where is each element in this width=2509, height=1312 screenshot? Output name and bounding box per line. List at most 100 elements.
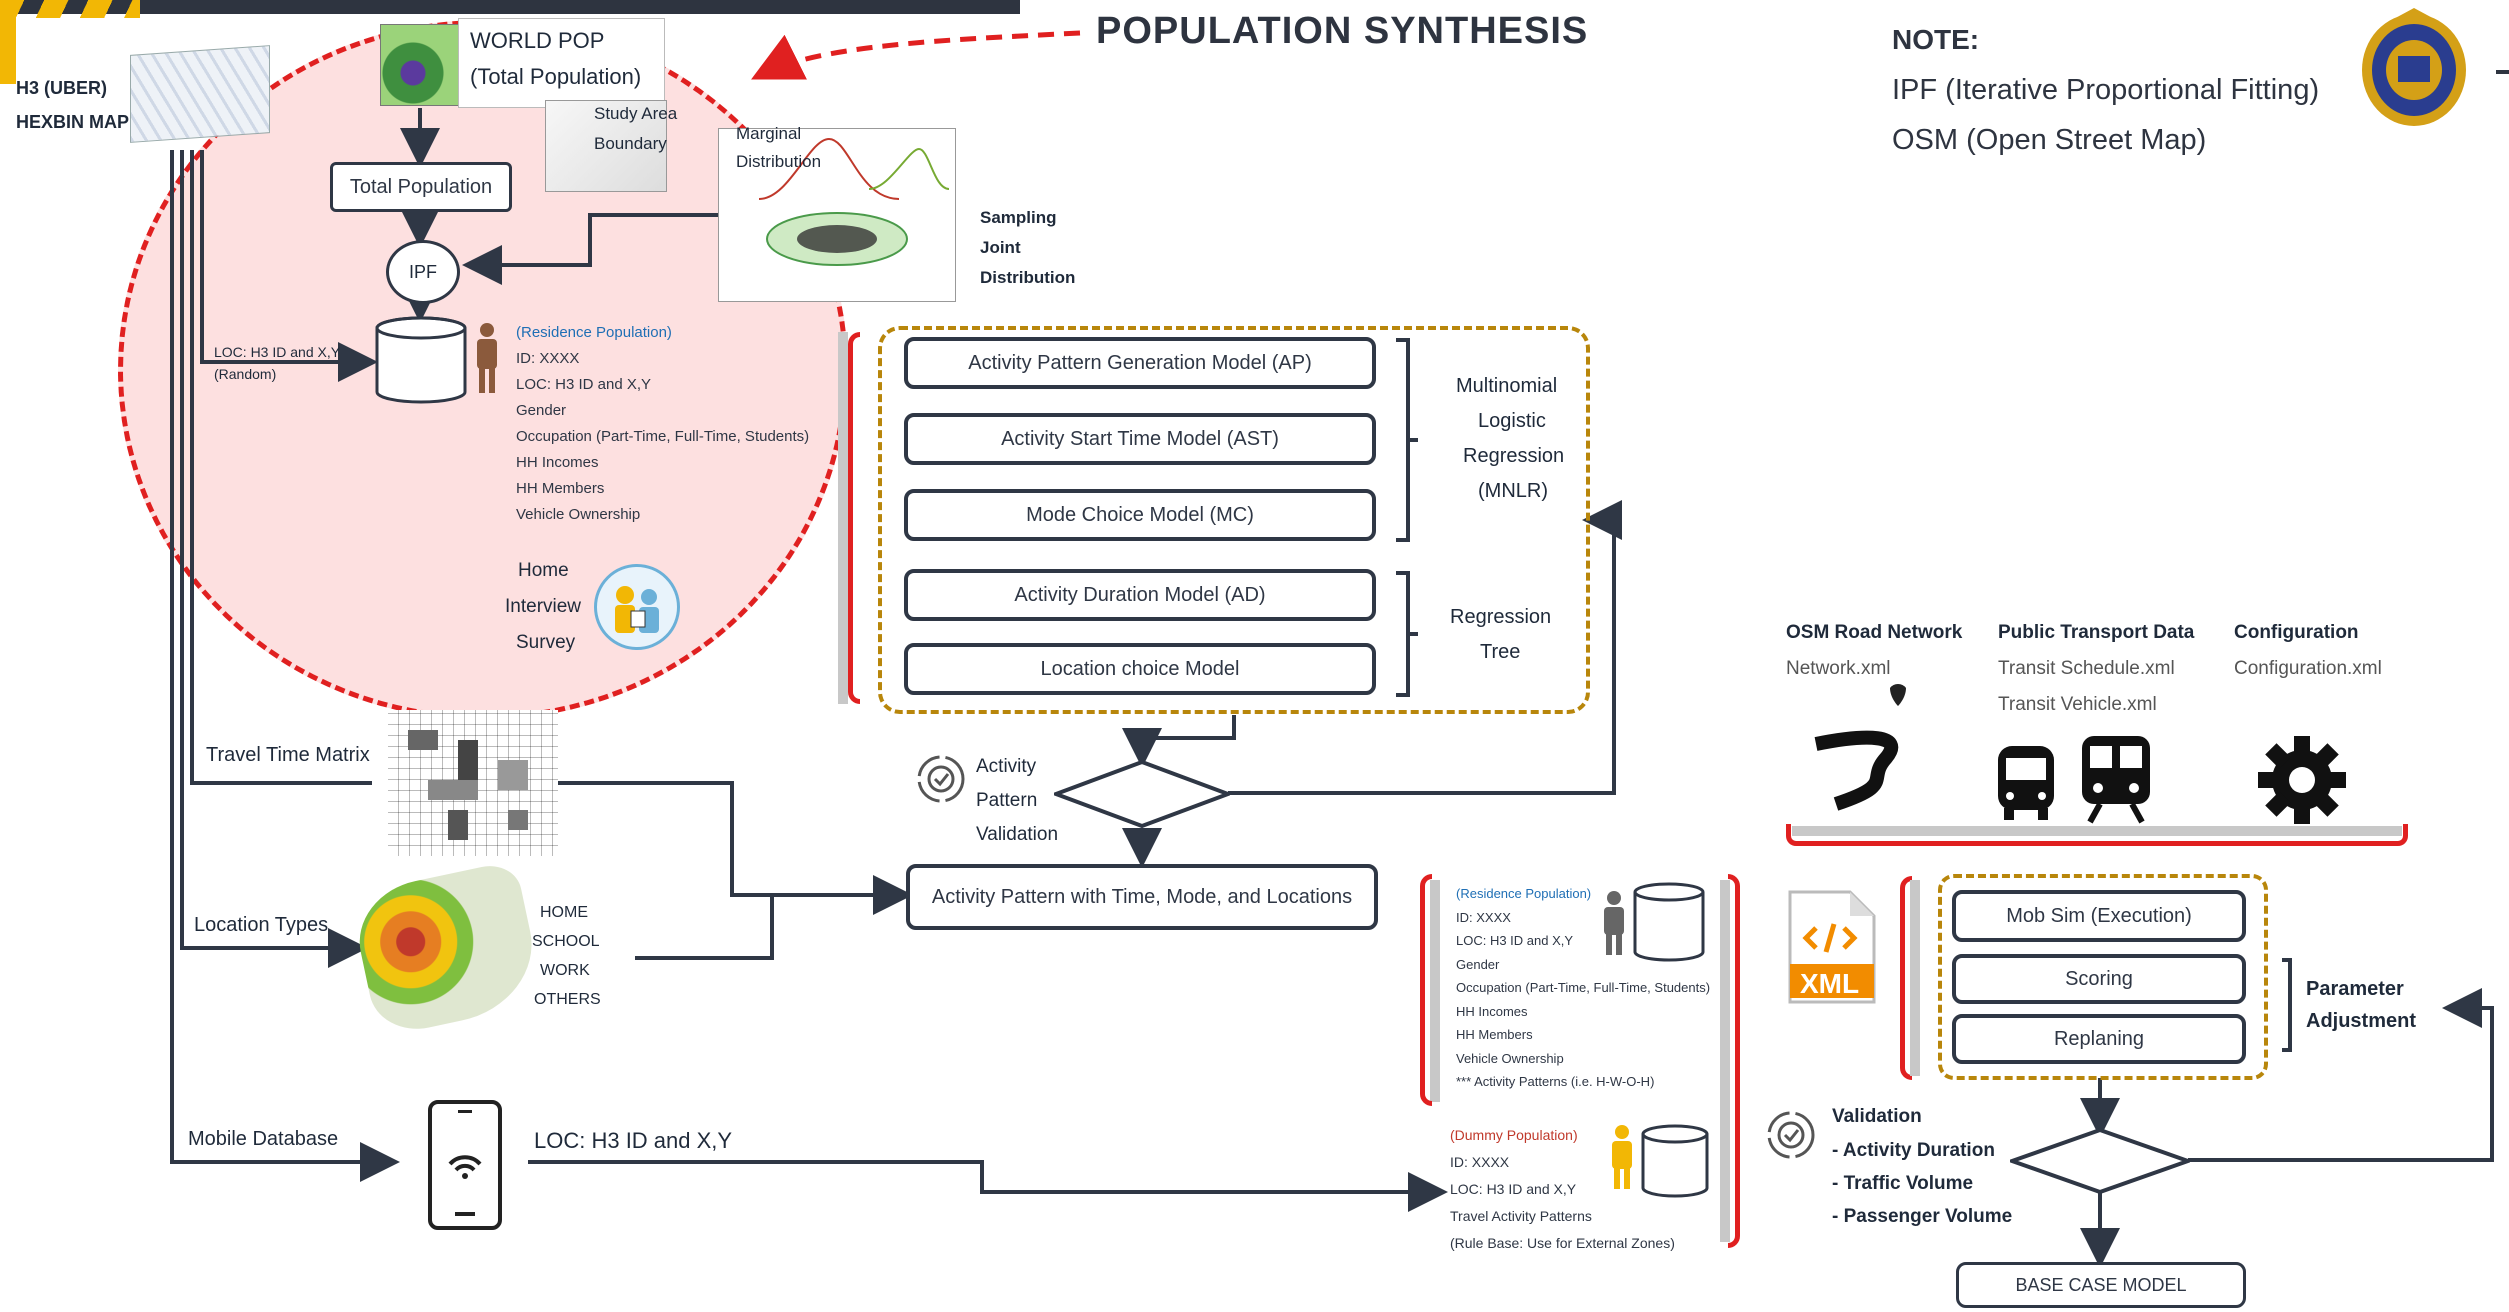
model-ap: Activity Pattern Generation Model (AP) — [904, 337, 1376, 389]
base-case-box: BASE CASE MODEL — [1956, 1262, 2246, 1308]
study-area-label-2: Boundary — [594, 134, 667, 153]
location-type-others: OTHERS — [534, 991, 601, 1008]
inputs-red-bracket — [1786, 824, 2408, 846]
population-gray-bar — [1430, 880, 1440, 1102]
sampling-label-1: Sampling — [980, 208, 1057, 227]
h3-map-thumbnail — [130, 45, 270, 143]
population-red-bracket-left — [1420, 874, 1432, 1106]
validation-diamond-2 — [2005, 1127, 2195, 1195]
survey-label-1: Home — [518, 560, 569, 581]
model-ad: Activity Duration Model (AD) — [904, 569, 1376, 621]
survey-label-2: Interview — [505, 596, 582, 617]
mnlr-label-2: Logistic — [1478, 410, 1546, 432]
tree-label-1: Regression — [1450, 606, 1552, 628]
simulation-group — [1938, 874, 2268, 1080]
worldpop-frame — [458, 18, 665, 108]
sim-scoring: Scoring — [1952, 954, 2246, 1004]
dummy-attr: (Rule Base: Use for External Zones) — [1450, 1235, 1675, 1251]
model-mc: Mode Choice Model (MC) — [904, 489, 1376, 541]
residence-attr: Gender — [516, 402, 567, 419]
residence2-attr: *** Activity Patterns (i.e. H-W-O-H) — [1456, 1074, 1655, 1089]
simulation-gray-bar — [1910, 880, 1920, 1076]
validation-icon — [914, 752, 968, 806]
location-type-school: SCHOOL — [532, 933, 600, 950]
validation1-label-3: Validation — [976, 824, 1059, 845]
bus-icon — [1994, 742, 2058, 822]
transit-vehicle-file: Transit Vehicle.xml — [1998, 694, 2157, 715]
residence-attr: HH Members — [516, 480, 605, 497]
dummy-attr: LOC: H3 ID and X,Y — [1450, 1181, 1577, 1197]
residence2-attr: Occupation (Part-Time, Full-Time, Studen… — [1456, 980, 1711, 995]
right-edge-mark — [2496, 70, 2509, 74]
dummy-attr: Travel Activity Patterns — [1450, 1208, 1592, 1224]
distribution-plot — [718, 128, 956, 302]
loc-random-label-2: (Random) — [214, 366, 277, 382]
marginal-label-1: Marginal — [736, 124, 802, 143]
xml-label: XML — [1800, 968, 1860, 999]
note-line-osm: OSM (Open Street Map) — [1892, 124, 2207, 156]
survey-label-3: Survey — [516, 632, 576, 653]
public-transport-heading: Public Transport Data — [1998, 622, 2195, 643]
worldpop-label-2: (Total Population) — [470, 64, 642, 89]
validation1-label-2: Pattern — [976, 790, 1038, 811]
models-gray-bar — [838, 332, 848, 704]
h3-label-1: H3 (UBER) — [16, 78, 108, 98]
travel-time-label: Travel Time Matrix — [206, 744, 370, 766]
header-dark-bar — [0, 0, 1020, 14]
residence2-attr: ID: XXXX — [1456, 909, 1511, 925]
residence-attr: HH Incomes — [516, 454, 599, 471]
residence-heading: (Residence Population) — [516, 324, 672, 341]
activity-pattern-box: Activity Pattern with Time, Mode, and Lo… — [906, 864, 1378, 930]
matrix-thumbnail — [388, 710, 558, 856]
road-icon — [1806, 684, 1930, 814]
validation2-heading: Validation — [1832, 1106, 1922, 1127]
residence-attr: Occupation (Part-Time, Full-Time, Studen… — [516, 428, 810, 445]
gear-icon — [2256, 734, 2348, 826]
mnlr-label-3: Regression — [1463, 445, 1565, 467]
population-gray-bar-right — [1720, 880, 1730, 1242]
configuration-file: Configuration.xml — [2234, 658, 2382, 679]
residence2-attr: LOC: H3 ID and X,Y — [1456, 933, 1574, 948]
mobile-loc-label: LOC: H3 ID and X,Y — [534, 1128, 733, 1153]
osm-heading: OSM Road Network — [1786, 622, 1963, 643]
ipf-node: IPF — [386, 240, 460, 304]
validation-icon-2 — [1764, 1108, 1818, 1162]
residence-attributes: (Residence Population) ID: XXXX LOC: H3 … — [516, 320, 809, 528]
residence2-attr: HH Members — [1456, 1027, 1533, 1042]
parameter-label-2: Adjustment — [2306, 1010, 2416, 1032]
models-red-bracket — [848, 332, 860, 704]
database-icon-2 — [1632, 882, 1706, 962]
sampling-label-3: Distribution — [980, 268, 1076, 287]
study-area-label-1: Study Area — [594, 104, 678, 123]
location-type-home: HOME — [540, 904, 588, 921]
validation2-item: - Activity Duration — [1832, 1140, 1995, 1161]
configuration-heading: Configuration — [2234, 622, 2359, 643]
xml-file-icon — [1786, 888, 1878, 1006]
residence2-attr: Vehicle Ownership — [1456, 1050, 1564, 1066]
location-types-label: Location Types — [194, 914, 329, 936]
note-heading: NOTE: — [1892, 24, 1980, 55]
sampling-label-2: Joint — [980, 238, 1021, 257]
survey-icon — [594, 564, 680, 650]
database-icon-3 — [1640, 1124, 1710, 1198]
logo-seal — [2358, 6, 2470, 130]
simulation-red-bracket — [1900, 876, 1912, 1080]
h3-label-2: HEXBIN MAP — [16, 112, 130, 132]
dummy-attributes: (Dummy Population) ID: XXXX LOC: H3 ID a… — [1450, 1122, 1675, 1257]
osm-file: Network.xml — [1786, 658, 1891, 679]
left-gold-bar — [0, 14, 16, 84]
note-line-ipf: IPF (Iterative Proportional Fitting) — [1892, 74, 2320, 106]
sim-replaning: Replaning — [1952, 1014, 2246, 1064]
population-red-bracket-right — [1728, 874, 1740, 1248]
sim-execution: Mob Sim (Execution) — [1952, 890, 2246, 942]
mnlr-label-1: Multinomial — [1456, 375, 1558, 397]
header-gold-stripes — [0, 0, 140, 18]
person-icon-3 — [1608, 1124, 1636, 1190]
residence-attributes-2: (Residence Population) ID: XXXX LOC: H3 … — [1456, 882, 1710, 1094]
train-icon — [2076, 732, 2156, 824]
worldpop-thumbnail — [380, 24, 462, 106]
mnlr-label-4: (MNLR) — [1478, 480, 1548, 502]
ipf-label: IPF — [408, 261, 437, 282]
residence2-attr: HH Incomes — [1456, 1003, 1528, 1019]
worldpop-label-1: WORLD POP — [470, 28, 605, 53]
